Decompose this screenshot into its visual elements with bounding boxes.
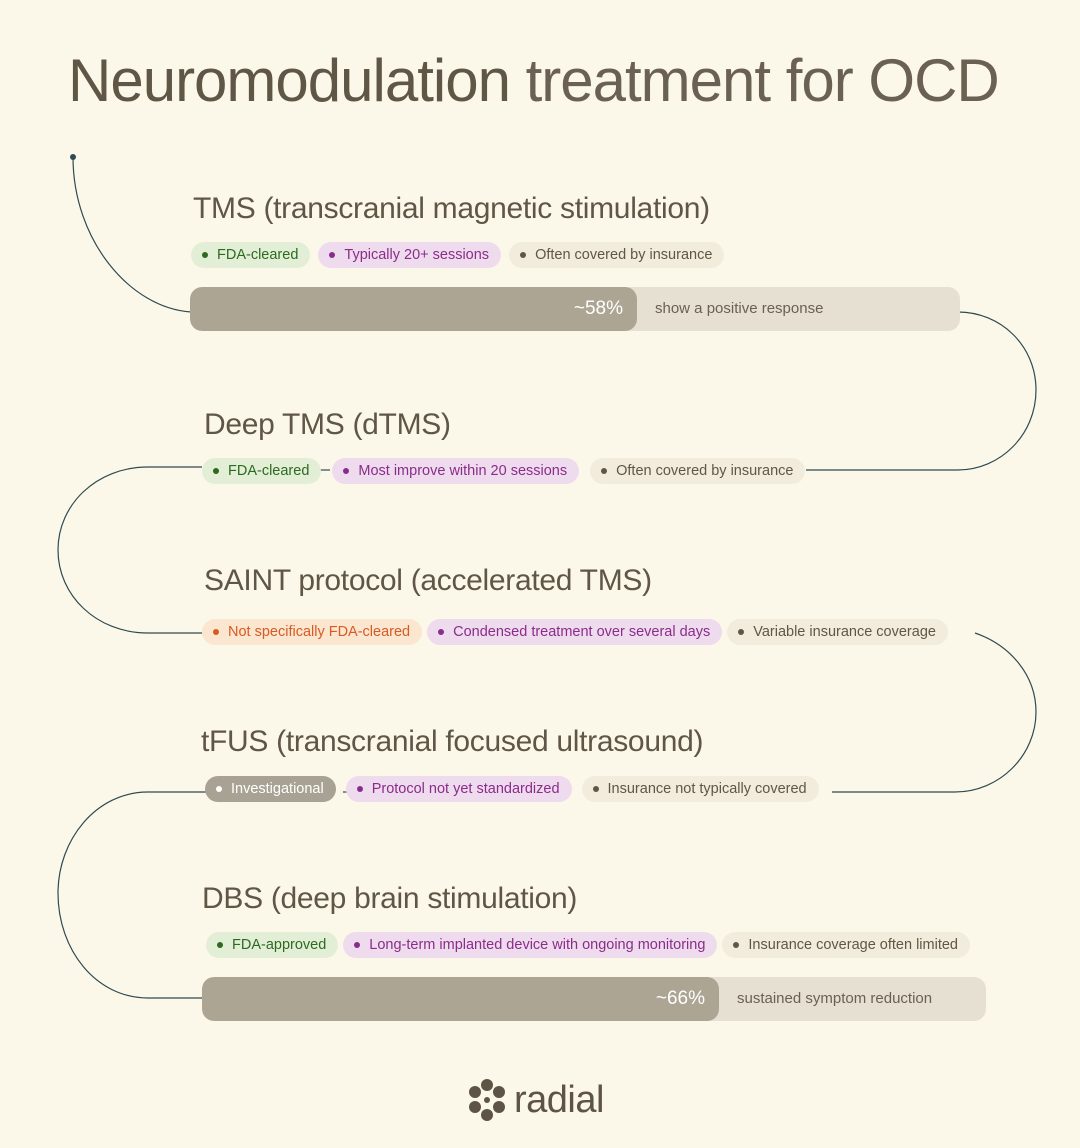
treatment-heading-dtms: Deep TMS (dTMS)	[204, 408, 451, 441]
tag-insurance: Variable insurance coverage	[727, 619, 948, 645]
tag-label: Insurance not typically covered	[607, 781, 807, 797]
tag-insurance: Insurance coverage often limited	[722, 932, 970, 958]
bullet-icon	[213, 468, 219, 474]
tag-fda-status: FDA-approved	[206, 932, 339, 958]
tag-row-tfus: Investigational Protocol not yet standar…	[205, 776, 819, 802]
bullet-icon	[213, 629, 219, 635]
bullet-icon	[216, 786, 222, 792]
tag-label: Most improve within 20 sessions	[358, 463, 568, 479]
bullet-icon	[202, 252, 208, 258]
tag-label: Investigational	[231, 781, 324, 797]
tag-row-saint: Not specifically FDA-cleared Condensed t…	[202, 619, 948, 645]
tag-label: FDA-cleared	[228, 463, 310, 479]
tag-sessions: Protocol not yet standardized	[345, 776, 572, 802]
tag-label: Insurance coverage often limited	[748, 937, 958, 953]
tag-label: Not specifically FDA-cleared	[228, 624, 411, 640]
response-caption: show a positive response	[655, 300, 824, 317]
tag-label: FDA-cleared	[217, 247, 299, 263]
tag-label: FDA-approved	[232, 937, 327, 953]
tag-row-dtms: FDA-cleared Most improve within 20 sessi…	[202, 458, 806, 484]
response-caption: sustained symptom reduction	[737, 990, 933, 1007]
title-rest: treatment for OCD	[509, 47, 1000, 114]
tag-sessions: Long-term implanted device with ongoing …	[343, 932, 718, 958]
tag-fda-status: FDA-cleared	[202, 458, 322, 484]
tag-label: Long-term implanted device with ongoing …	[369, 937, 706, 953]
bullet-icon	[343, 468, 350, 474]
bullet-icon	[601, 468, 608, 474]
tag-label: Often covered by insurance	[616, 463, 794, 479]
brand-wordmark: radial	[514, 1078, 604, 1121]
treatment-heading-tfus: tFUS (transcranial focused ultrasound)	[201, 725, 704, 758]
bullet-icon	[733, 942, 740, 948]
bullet-icon	[738, 629, 745, 635]
radial-flower-logo-icon	[469, 1079, 505, 1121]
response-percent: ~66%	[655, 988, 705, 1009]
bullet-icon	[217, 942, 223, 948]
response-bar-fill	[190, 287, 637, 331]
bullet-icon	[354, 942, 361, 948]
bullet-icon	[329, 252, 336, 258]
treatment-heading-tms: TMS (transcranial magnetic stimulation)	[193, 192, 710, 225]
title-bold: Neuromodulation	[68, 47, 511, 114]
tag-row-dbs: FDA-approved Long-term implanted device …	[206, 932, 970, 958]
response-percent: ~58%	[573, 298, 623, 319]
tag-insurance: Insurance not typically covered	[581, 776, 819, 802]
tag-label: Protocol not yet standardized	[371, 781, 560, 797]
tag-insurance: Often covered by insurance	[590, 458, 806, 484]
tag-label: Condensed treatment over several days	[453, 624, 711, 640]
tag-fda-status: Investigational	[205, 776, 336, 802]
bullet-icon	[592, 786, 599, 792]
tag-sessions: Condensed treatment over several days	[427, 619, 723, 645]
bullet-icon	[520, 252, 527, 258]
tag-label: Often covered by insurance	[535, 247, 713, 263]
tag-fda-status: FDA-cleared	[191, 242, 311, 268]
brand-logo: radial	[466, 1078, 604, 1122]
start-dot	[70, 154, 76, 160]
tag-row-tms: FDA-cleared Typically 20+ sessions Often…	[191, 242, 725, 268]
tag-label: Typically 20+ sessions	[344, 247, 490, 263]
treatment-heading-dbs: DBS (deep brain stimulation)	[202, 882, 578, 915]
tag-insurance: Often covered by insurance	[509, 242, 725, 268]
bullet-icon	[356, 786, 363, 792]
response-bar-tms: ~58% show a positive response	[190, 287, 960, 331]
treatment-heading-saint: SAINT protocol (accelerated TMS)	[204, 564, 652, 597]
tag-sessions: Most improve within 20 sessions	[332, 458, 580, 484]
response-bar-fill	[202, 977, 719, 1021]
tag-label: Variable insurance coverage	[753, 624, 936, 640]
bullet-icon	[438, 629, 445, 635]
response-bar-dbs: ~66% sustained symptom reduction	[202, 977, 986, 1021]
tag-sessions: Typically 20+ sessions	[318, 242, 502, 268]
tag-fda-status: Not specifically FDA-cleared	[202, 619, 423, 645]
page-title: Neuromodulation treatment for OCD	[68, 46, 1000, 115]
